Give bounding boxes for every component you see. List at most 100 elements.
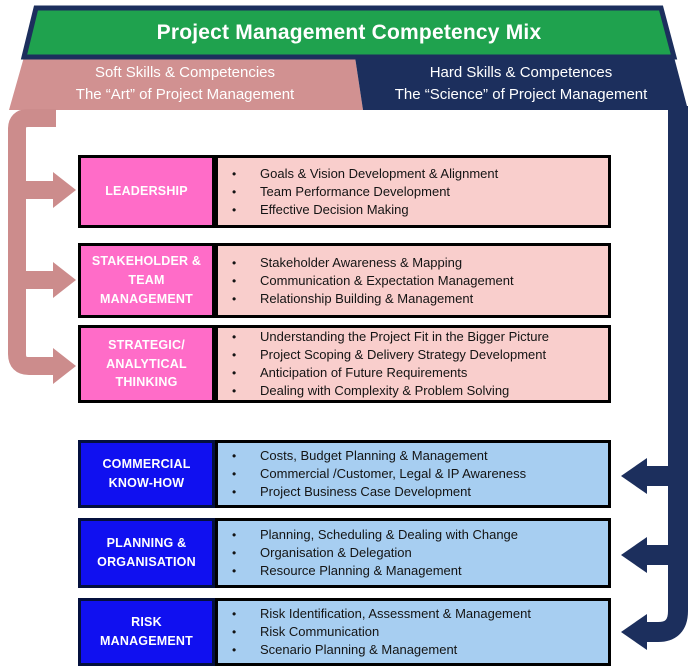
bullet-icon: •	[232, 485, 237, 499]
soft-skills-header-line2: The “Art” of Project Management	[75, 86, 295, 103]
competency-row: LEADERSHIP • Goals & Vision Development &…	[78, 155, 611, 228]
bullet-icon: •	[232, 467, 237, 481]
hard-skills-rows: COMMERCIAL KNOW-HOW • Costs, Budget Plann…	[78, 440, 611, 666]
competency-details-box: • Understanding the Project Fit in the Bi…	[215, 325, 611, 403]
bullet-item: • Project Business Case Development	[232, 483, 600, 501]
bullet-list: • Goals & Vision Development & Alignment •…	[218, 162, 608, 222]
competency-label: RISK MANAGEMENT	[100, 615, 193, 648]
bullet-item: • Relationship Building & Management	[232, 290, 600, 308]
bullet-icon: •	[232, 607, 237, 621]
bullet-text: Goals & Vision Development & Alignment	[260, 165, 499, 181]
bullet-icon: •	[232, 546, 237, 560]
soft-skills-header: Soft Skills & Competencies The “Art” of …	[18, 59, 352, 109]
hard-skills-header-shape	[355, 57, 688, 110]
left-arrow-icon	[621, 458, 647, 494]
left-arrow-icon	[621, 537, 647, 573]
bullet-item: • Risk Communication	[232, 623, 600, 641]
bullet-text: Anticipation of Future Requirements	[260, 365, 468, 380]
bullet-item: • Planning, Scheduling & Dealing with Cha…	[232, 526, 600, 544]
competency-row: COMMERCIAL KNOW-HOW • Costs, Budget Plann…	[78, 440, 611, 508]
bullet-item: • Scenario Planning & Management	[232, 641, 600, 659]
bullet-item: • Organisation & Delegation	[232, 544, 600, 562]
soft-skills-header-line1: Soft Skills & Competencies	[94, 64, 276, 81]
bullet-icon: •	[232, 348, 237, 362]
bullet-text: Project Business Case Development	[260, 484, 471, 499]
bullet-list: • Risk Identification, Assessment & Manag…	[218, 602, 608, 662]
competency-label: STAKEHOLDER & TEAM MANAGEMENT	[91, 254, 202, 306]
competency-details-box: • Goals & Vision Development & Alignment •…	[215, 155, 611, 228]
competency-details-box: • Stakeholder Awareness & Mapping • Communi…	[215, 243, 611, 318]
bullet-icon: •	[232, 528, 237, 542]
competency-label-box: LEADERSHIP	[78, 155, 215, 228]
bullet-icon: •	[232, 291, 237, 306]
competency-label-box: COMMERCIAL KNOW-HOW	[78, 440, 215, 508]
bullet-item: • Communication & Expectation Management	[232, 272, 600, 290]
competency-label-box: RISK MANAGEMENT	[78, 598, 215, 666]
bullet-text: Stakeholder Awareness & Mapping	[260, 254, 463, 270]
bullet-icon: •	[232, 330, 237, 344]
bullet-text: Resource Planning & Management	[260, 563, 462, 578]
competency-row: RISK MANAGEMENT • Risk Identification, As…	[78, 598, 611, 666]
bullet-item: • Project Scoping & Delivery Strategy Dev…	[232, 346, 600, 364]
competency-label-box: STRATEGIC/ ANALYTICAL THINKING	[78, 325, 215, 403]
bullet-text: Risk Identification, Assessment & Manage…	[260, 606, 531, 621]
bullet-icon: •	[232, 273, 237, 288]
bullet-icon: •	[232, 184, 237, 199]
page-title: Project Management Competency Mix	[156, 21, 542, 44]
bullet-icon: •	[232, 564, 237, 578]
competency-label: LEADERSHIP	[105, 184, 188, 199]
competency-row: PLANNING & ORGANISATION • Planning, Sched…	[78, 518, 611, 588]
bullet-icon: •	[232, 255, 237, 270]
bullet-text: Relationship Building & Management	[260, 290, 474, 306]
right-arrow-icon	[53, 262, 76, 298]
competency-row: STAKEHOLDER & TEAM MANAGEMENT • Stakehold…	[78, 243, 611, 318]
soft-connector-line	[8, 109, 56, 375]
bullet-list: • Understanding the Project Fit in the Bi…	[218, 325, 608, 403]
bullet-item: • Understanding the Project Fit in the Bi…	[232, 328, 600, 346]
bullet-icon: •	[232, 625, 237, 639]
soft-skills-rows: LEADERSHIP • Goals & Vision Development &…	[78, 155, 611, 403]
hard-connector-line	[647, 106, 688, 642]
competency-details-box: • Risk Identification, Assessment & Manag…	[215, 598, 611, 666]
hard-skills-header-line1: Hard Skills & Competences	[429, 64, 613, 81]
bullet-text: Project Scoping & Delivery Strategy Deve…	[260, 347, 547, 362]
bullet-item: • Commercial /Customer, Legal & IP Awaren…	[232, 465, 600, 483]
bullet-icon: •	[232, 449, 237, 463]
hard-skills-header-line2: The “Science” of Project Management	[394, 86, 648, 103]
bullet-text: Commercial /Customer, Legal & IP Awarene…	[260, 466, 527, 481]
left-arrow-icon	[621, 614, 647, 650]
right-arrow-icon	[53, 348, 76, 384]
bullet-text: Organisation & Delegation	[260, 545, 412, 560]
competency-details-box: • Planning, Scheduling & Dealing with Cha…	[215, 518, 611, 588]
competency-label-box: PLANNING & ORGANISATION	[78, 518, 215, 588]
competency-label: COMMERCIAL KNOW-HOW	[102, 457, 191, 490]
bullet-text: Scenario Planning & Management	[260, 642, 458, 657]
bullet-text: Understanding the Project Fit in the Big…	[260, 329, 550, 344]
soft-skills-header-shape	[9, 57, 363, 110]
bullet-text: Risk Communication	[260, 624, 380, 639]
bullet-icon: •	[232, 643, 237, 657]
bullet-list: • Planning, Scheduling & Dealing with Cha…	[218, 523, 608, 583]
bullet-text: Costs, Budget Planning & Management	[260, 448, 488, 463]
bullet-text: Communication & Expectation Management	[260, 272, 514, 288]
bullet-item: •Anticipation of Future Requirements	[232, 364, 600, 382]
title-banner-shape	[20, 5, 678, 60]
competency-label-box: STAKEHOLDER & TEAM MANAGEMENT	[78, 243, 215, 318]
bullet-text: Effective Decision Making	[260, 201, 409, 217]
bullet-item: • Risk Identification, Assessment & Manag…	[232, 605, 600, 623]
competency-label: STRATEGIC/ ANALYTICAL THINKING	[106, 337, 187, 390]
bullet-list: • Stakeholder Awareness & Mapping • Communi…	[218, 251, 608, 311]
bullet-item: • Dealing with Complexity & Problem Solvi…	[232, 382, 600, 400]
hard-skills-header: Hard Skills & Competences The “Science” …	[358, 59, 684, 109]
bullet-list: • Costs, Budget Planning & Management • Com…	[218, 444, 608, 504]
competency-details-box: • Costs, Budget Planning & Management • Com…	[215, 440, 611, 508]
right-arrow-icon	[53, 172, 76, 208]
bullet-icon: •	[232, 384, 237, 398]
bullet-item: • Costs, Budget Planning & Management	[232, 447, 600, 465]
bullet-item: • Effective Decision Making	[232, 201, 600, 219]
bullet-text: Dealing with Complexity & Problem Solvin…	[260, 383, 510, 398]
bullet-icon: •	[232, 202, 237, 217]
bullet-text: Planning, Scheduling & Dealing with Chan…	[260, 527, 519, 542]
